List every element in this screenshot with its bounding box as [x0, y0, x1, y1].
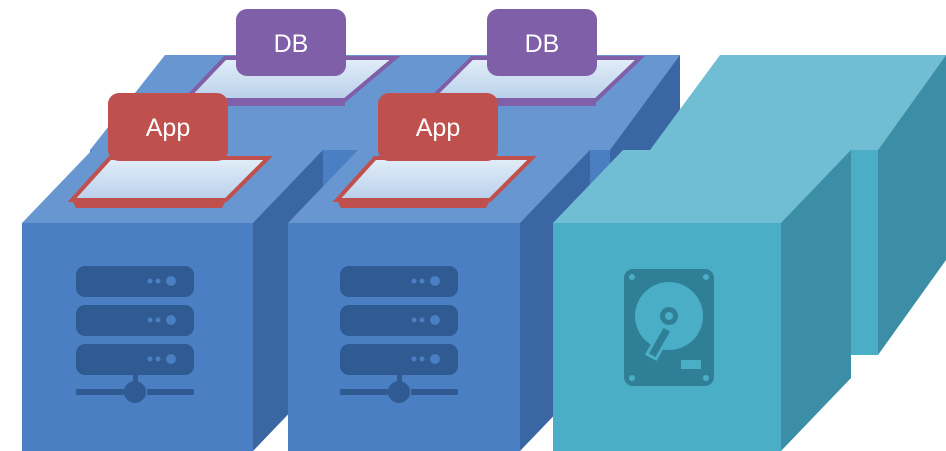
app-plate-2: [332, 156, 537, 208]
db-label: DB: [525, 30, 560, 58]
app-label: App: [416, 114, 460, 142]
db-label: DB: [274, 30, 309, 58]
server-rack-icon: [76, 266, 194, 403]
db-tag-1: DB: [236, 9, 346, 76]
db-tag-2: DB: [487, 9, 597, 76]
hard-drive-icon: [624, 269, 714, 386]
app-tag-1: App: [108, 93, 228, 161]
app-plate-1: [67, 156, 273, 208]
server-rack-icon: [340, 266, 458, 403]
app-tag-2: App: [378, 93, 498, 161]
app-label: App: [146, 114, 190, 142]
